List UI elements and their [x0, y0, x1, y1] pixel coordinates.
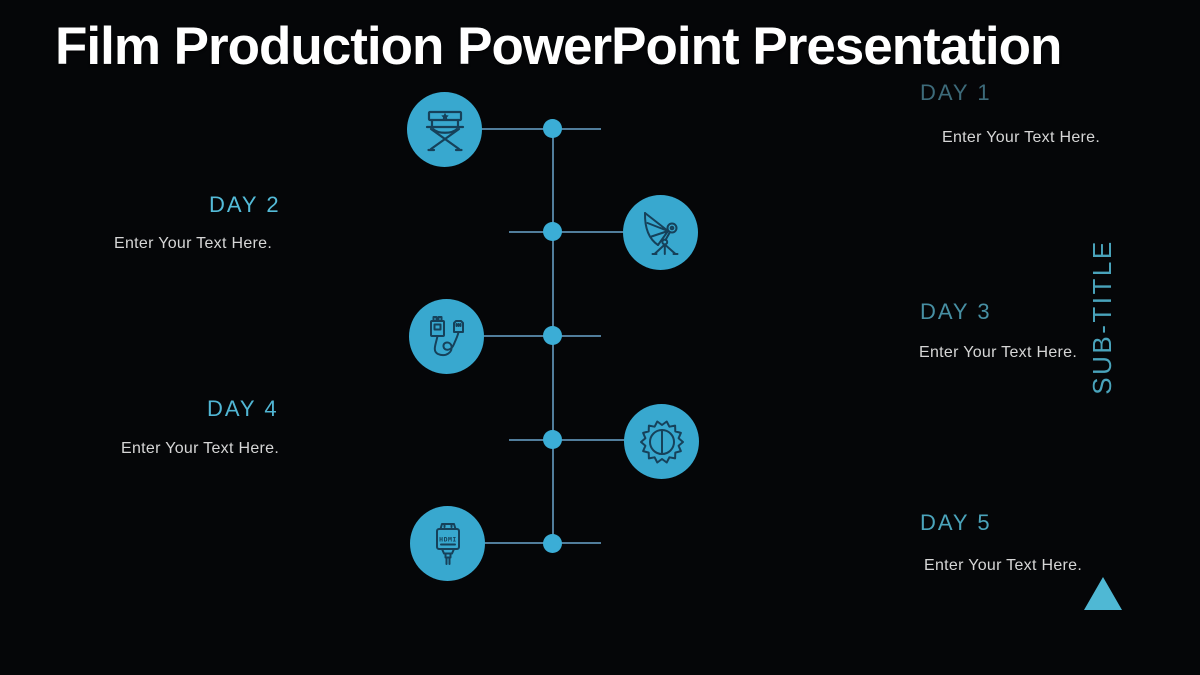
slide-title[interactable]: Film Production PowerPoint Presentation: [55, 17, 1062, 76]
camera-lens-icon: [624, 404, 699, 479]
connector-line-5: [484, 542, 601, 544]
connector-line-4: [509, 439, 626, 441]
directors-chair-icon: [407, 92, 482, 167]
connector-line-1: [481, 128, 601, 130]
timeline-node-5: [543, 534, 562, 553]
connector-line-2: [509, 231, 625, 233]
corner-triangle-shape: [1084, 577, 1122, 610]
day-1-label[interactable]: DAY 1: [920, 80, 992, 105]
day-2-label[interactable]: DAY 2: [209, 192, 281, 217]
day-4-placeholder-text[interactable]: Enter Your Text Here.: [121, 440, 280, 457]
timeline-node-2: [543, 222, 562, 241]
day-3-placeholder-text[interactable]: Enter Your Text Here.: [919, 344, 1078, 361]
timeline-node-3: [543, 326, 562, 345]
day-3-label[interactable]: DAY 3: [920, 299, 992, 324]
day-5-placeholder-text[interactable]: Enter Your Text Here.: [924, 557, 1083, 574]
svg-text:HDMI: HDMI: [439, 535, 457, 543]
day-4-label[interactable]: DAY 4: [207, 396, 279, 421]
day-2-placeholder-text[interactable]: Enter Your Text Here.: [114, 235, 273, 252]
timeline-node-4: [543, 430, 562, 449]
day-5-label[interactable]: DAY 5: [920, 510, 992, 535]
connector-line-3: [483, 335, 601, 337]
timeline-node-1: [543, 119, 562, 138]
studio-light-icon: [623, 195, 698, 270]
hdmi-cable-icon: HDMI: [410, 506, 485, 581]
day-1-placeholder-text[interactable]: Enter Your Text Here.: [942, 129, 1101, 146]
usb-cable-icon: [409, 299, 484, 374]
sub-title-vertical-label[interactable]: SUB-TITLE: [1087, 239, 1117, 395]
